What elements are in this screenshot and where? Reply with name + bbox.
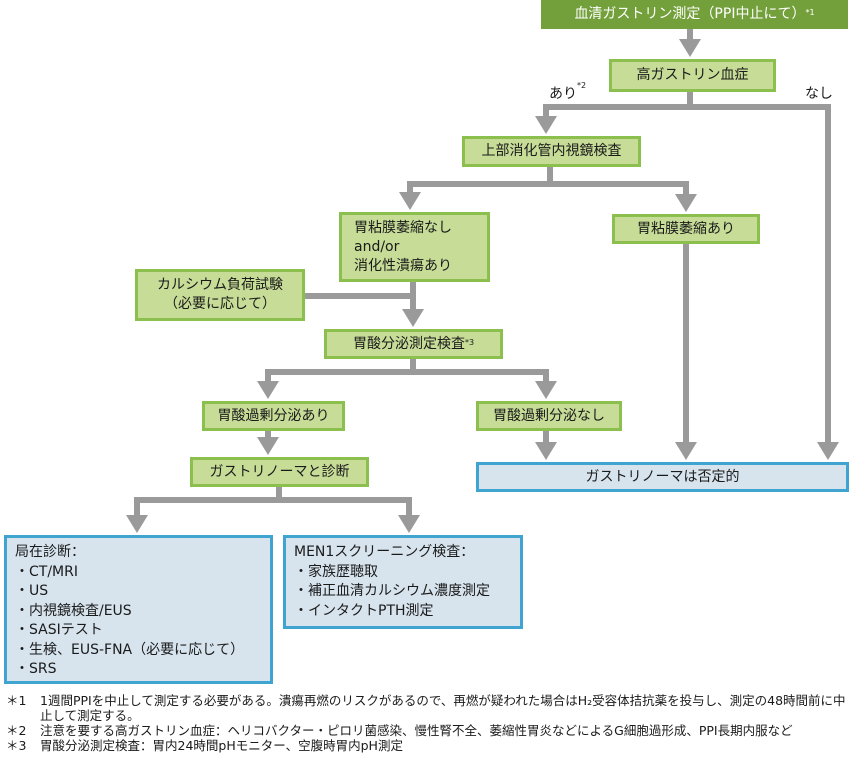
connector-acid-branch (265, 359, 549, 384)
acid-secretion-test-label: 胃酸分泌測定検査 (352, 335, 465, 352)
arrowhead-neg-3 (817, 442, 839, 460)
men1-item: ・家族歴聴取 (294, 563, 378, 580)
men1-item: ・インタクトPTH測定 (294, 602, 434, 619)
branch-no-text: なし (805, 86, 833, 102)
men1-screening-box: MEN1スクリーニング検査： ・家族歴聴取 ・補正血清カルシウム濃度測定 ・イン… (283, 535, 523, 629)
serum-gastrin-test-node: 血清ガストリン測定（PPI中止にて）*1 (541, 0, 848, 29)
no-atrophy-line1: 胃粘膜萎縮なし (354, 219, 452, 236)
serum-gastrin-test-label: 血清ガストリン測定（PPI中止にて） (574, 6, 806, 22)
calcium-test-node: カルシウム負荷試験 （必要に応じて） (135, 269, 305, 321)
branch-label-no: なし (805, 83, 833, 103)
localization-item: ・CT/MRI (15, 563, 78, 580)
footnote-text: 注意を要する高ガストリン血症：ヘリコバクター・ピロリ菌感染、慢性腎不全、萎縮性胃… (40, 723, 793, 738)
footnote-1: ＊1 1週間PPIを中止して測定する必要がある。潰瘍再燃のリスクがあるので、再燃… (6, 693, 851, 723)
footnote-mark: ＊3 (6, 738, 27, 753)
upper-gi-endoscopy-label: 上部消化管内視鏡検査 (481, 143, 622, 159)
no-atrophy-line3: 消化性潰瘍あり (354, 257, 452, 274)
no-atrophy-line2: and/or (354, 238, 400, 255)
gastrinoma-diagnosis-node: ガストリノーマと診断 (190, 457, 369, 487)
localization-item: ・SASIテスト (15, 622, 103, 638)
hypergastrinemia-label: 高ガストリン血症 (636, 67, 749, 83)
hypersecretion-yes-label: 胃酸過剰分泌あり (217, 407, 330, 424)
footnote-text: 胃酸分泌測定検査：胃内24時間pHモニター、空腹時胃内pH測定 (40, 738, 403, 753)
connector-high-branch (543, 92, 831, 445)
calcium-test-line2: （必要に応じて） (164, 296, 276, 312)
branch-label-yes: あり*2 (549, 81, 587, 103)
arrowhead-atrophy (675, 194, 697, 212)
hypergastrinemia-node: 高ガストリン血症 (609, 59, 776, 92)
atrophy-label: 胃粘膜萎縮あり (637, 220, 735, 237)
hypersecretion-no-label: 胃酸過剰分泌なし (493, 407, 605, 424)
localization-item: ・SRS (15, 661, 57, 677)
footnotes: ＊1 1週間PPIを中止して測定する必要がある。潰瘍再燃のリスクがあるので、再燃… (6, 693, 851, 753)
footnote-2: ＊2 注意を要する高ガストリン血症：ヘリコバクター・ピロリ菌感染、慢性腎不全、萎… (6, 723, 851, 738)
connector-diag-branch (134, 487, 412, 518)
upper-gi-endoscopy-node: 上部消化管内視鏡検査 (462, 136, 641, 167)
arrowhead-neg-1 (535, 442, 557, 460)
acid-secretion-test-node: 胃酸分泌測定検査*3 (324, 329, 503, 359)
men1-item: ・補正血清カルシウム濃度測定 (294, 583, 490, 599)
connector-endo-branch (407, 167, 689, 197)
no-atrophy-node: 胃粘膜萎縮なし and/or 消化性潰瘍あり (339, 212, 490, 282)
arrowhead-men1 (398, 515, 420, 533)
atrophy-node: 胃粘膜萎縮あり (612, 214, 760, 244)
arrowhead-hyper-no (535, 381, 557, 399)
arrowhead-neg-2 (675, 442, 697, 460)
arrowhead-loc (126, 515, 148, 533)
hypersecretion-yes-node: 胃酸過剰分泌あり (202, 401, 345, 431)
calcium-test-line1: カルシウム負荷試験 (157, 277, 283, 293)
localization-item: ・生検、EUS-FNA（必要に応じて） (15, 641, 245, 658)
arrowhead-diag (257, 437, 279, 455)
footnote-ref-2: *2 (577, 81, 587, 90)
gastrinoma-negative-label: ガストリノーマは否定的 (585, 468, 740, 485)
footnote-ref-3: *3 (464, 337, 475, 347)
gastrinoma-negative-node: ガストリノーマは否定的 (476, 462, 849, 492)
connector-noatrophy-down (305, 282, 416, 312)
localization-item: ・内視鏡検査/EUS (15, 602, 132, 619)
localization-title: 局在診断： (15, 544, 85, 560)
localization-item: ・US (15, 583, 49, 599)
hypersecretion-no-node: 胃酸過剰分泌なし (476, 401, 622, 431)
arrowhead-noatrophy (399, 192, 421, 210)
footnote-mark: ＊2 (6, 723, 27, 738)
gastrinoma-diagnosis-label: ガストリノーマと診断 (209, 463, 350, 480)
footnote-ref-1: *1 (805, 8, 815, 17)
arrowhead-endo (535, 116, 557, 134)
footnote-text: 1週間PPIを中止して測定する必要がある。潰瘍再燃のリスクがあるので、再燃が疑わ… (40, 693, 846, 723)
arrowhead-hyper-yes (257, 381, 279, 399)
men1-title: MEN1スクリーニング検査： (294, 544, 475, 560)
footnote-mark: ＊1 (6, 693, 27, 708)
arrowhead-high (679, 39, 701, 57)
footnote-3: ＊3 胃酸分泌測定検査：胃内24時間pHモニター、空腹時胃内pH測定 (6, 738, 851, 753)
arrowhead-acid (402, 309, 424, 327)
localization-diagnosis-box: 局在診断： ・CT/MRI ・US ・内視鏡検査/EUS ・SASIテスト ・生… (4, 535, 273, 684)
branch-yes-text: あり (549, 86, 577, 102)
